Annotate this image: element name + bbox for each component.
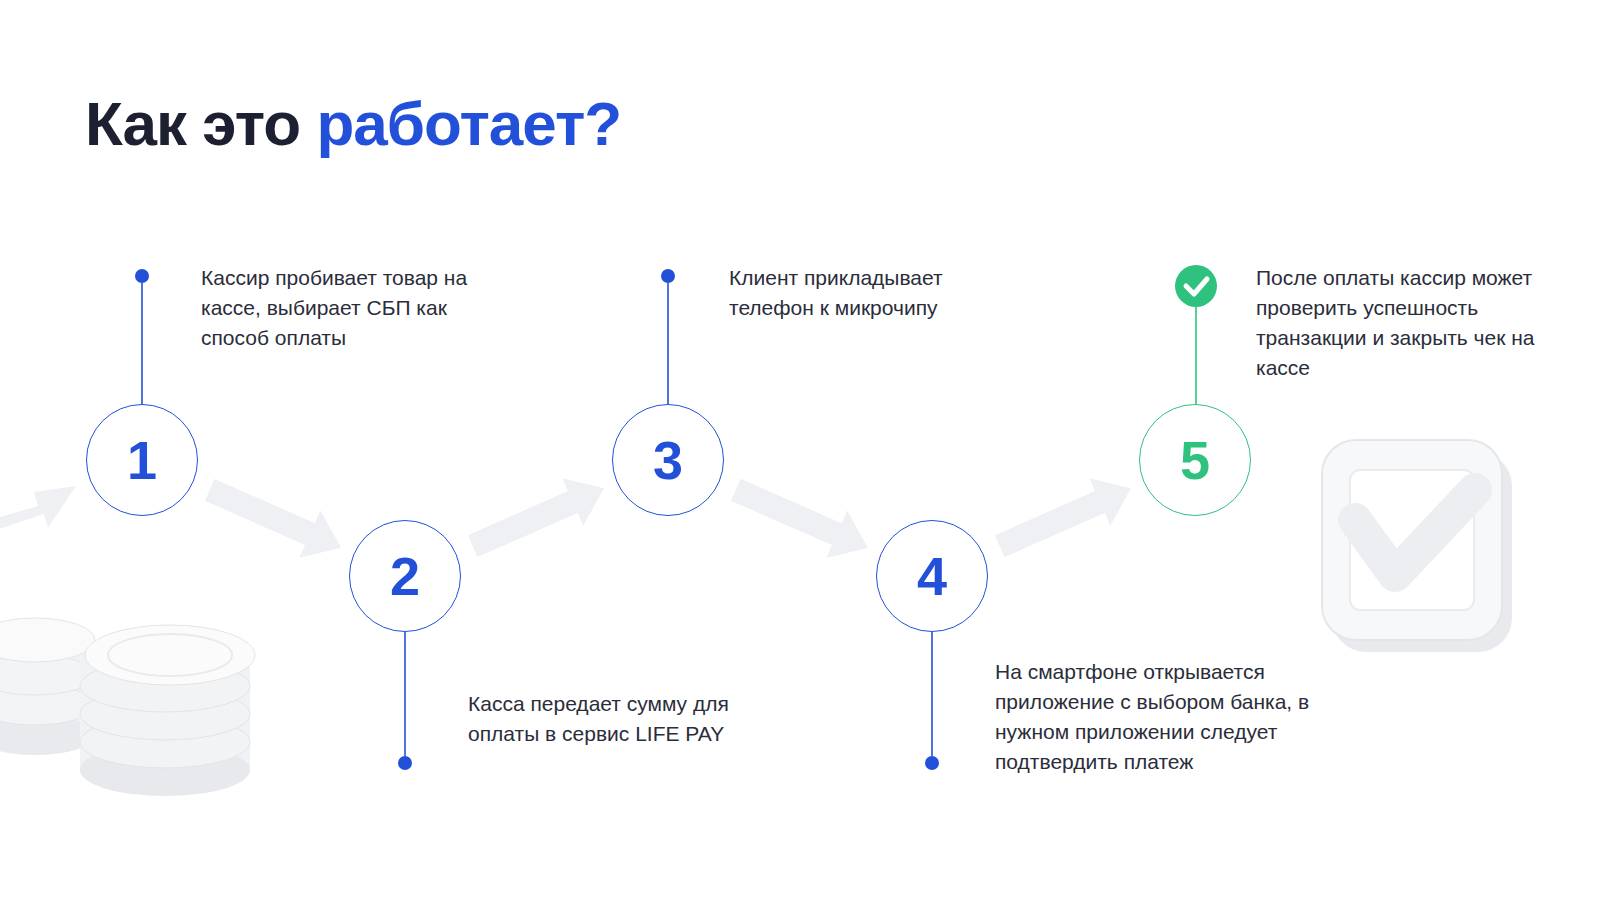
step-circle: 4На смартфоне открывается приложение с в…: [876, 520, 988, 632]
step-description: Клиент прикладывает телефон к микрочипу: [729, 263, 1009, 323]
arrow-shape: [468, 478, 604, 557]
flow-arrow: [205, 479, 341, 558]
step-number: 1: [127, 433, 157, 487]
step-circle: 5После оплаты кассир может проверить усп…: [1139, 404, 1251, 516]
check-icon: [1175, 265, 1217, 307]
step-circle: 1Кассир пробивает товар на кассе, выбира…: [86, 404, 198, 516]
arrow-shape: [731, 479, 868, 558]
step-description: Кассир пробивает товар на кассе, выбирае…: [201, 263, 501, 353]
step-description: После оплаты кассир может проверить успе…: [1256, 263, 1556, 383]
flow-arrow: [731, 479, 868, 558]
step-number: 2: [390, 549, 420, 603]
step-number: 3: [653, 433, 683, 487]
step-number: 4: [917, 549, 947, 603]
arrow-shape: [205, 479, 341, 558]
incoming-arrow: [0, 486, 76, 530]
flow-arrow: [468, 478, 604, 557]
step-number: 5: [1180, 433, 1210, 487]
step-circle: 3Клиент прикладывает телефон к микрочипу: [612, 404, 724, 516]
flow-arrow: [995, 478, 1131, 557]
title: Как это работает?: [85, 88, 621, 159]
step-description: На смартфоне открывается приложение с вы…: [995, 657, 1365, 777]
arrow-shape: [995, 478, 1131, 557]
step-circle: 2Касса передает сумму для оплаты в серви…: [349, 520, 461, 632]
checkbox-illustration: [1322, 440, 1512, 652]
coins-illustration: [0, 618, 255, 796]
step-description: Касса передает сумму для оплаты в сервис…: [468, 689, 758, 749]
